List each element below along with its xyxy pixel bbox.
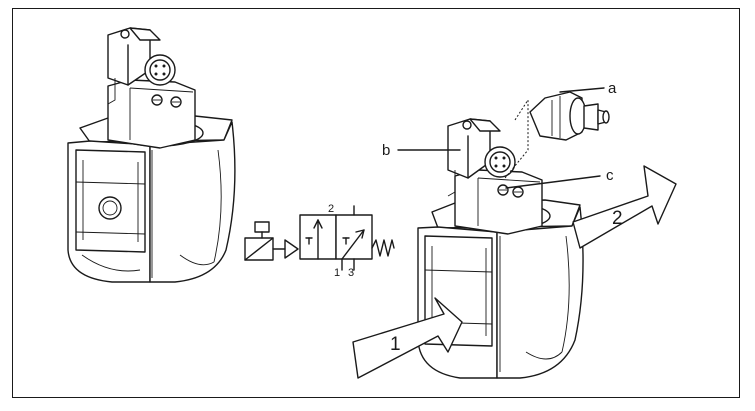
left-front-panel — [75, 149, 146, 253]
arrow-label-1: 1 — [390, 334, 401, 355]
label-a: a — [608, 80, 617, 97]
flow-arrow-2: 2 — [572, 165, 677, 249]
arrow-label-2: 2 — [612, 208, 623, 229]
leader-a — [559, 87, 605, 93]
label-c: c — [606, 167, 614, 184]
left-unit — [67, 27, 236, 283]
port-label-3: 3 — [348, 267, 354, 279]
plug-connector-icon — [529, 91, 610, 141]
spring-icon — [371, 239, 395, 257]
symbol-square-2 — [335, 214, 373, 260]
label-b: b — [382, 142, 390, 159]
left-port-hole — [98, 196, 122, 220]
left-pilot-block — [107, 79, 196, 149]
valve-circuit-symbol: 2 1 3 — [244, 203, 395, 279]
port-label-1: 1 — [334, 267, 340, 279]
right-housing-body — [417, 226, 498, 379]
leader-c — [505, 175, 601, 189]
port-label-2: 2 — [328, 203, 334, 215]
flow-arrow-1: 1 — [352, 297, 463, 379]
right-unit — [417, 91, 610, 379]
left-housing-side — [149, 121, 236, 283]
